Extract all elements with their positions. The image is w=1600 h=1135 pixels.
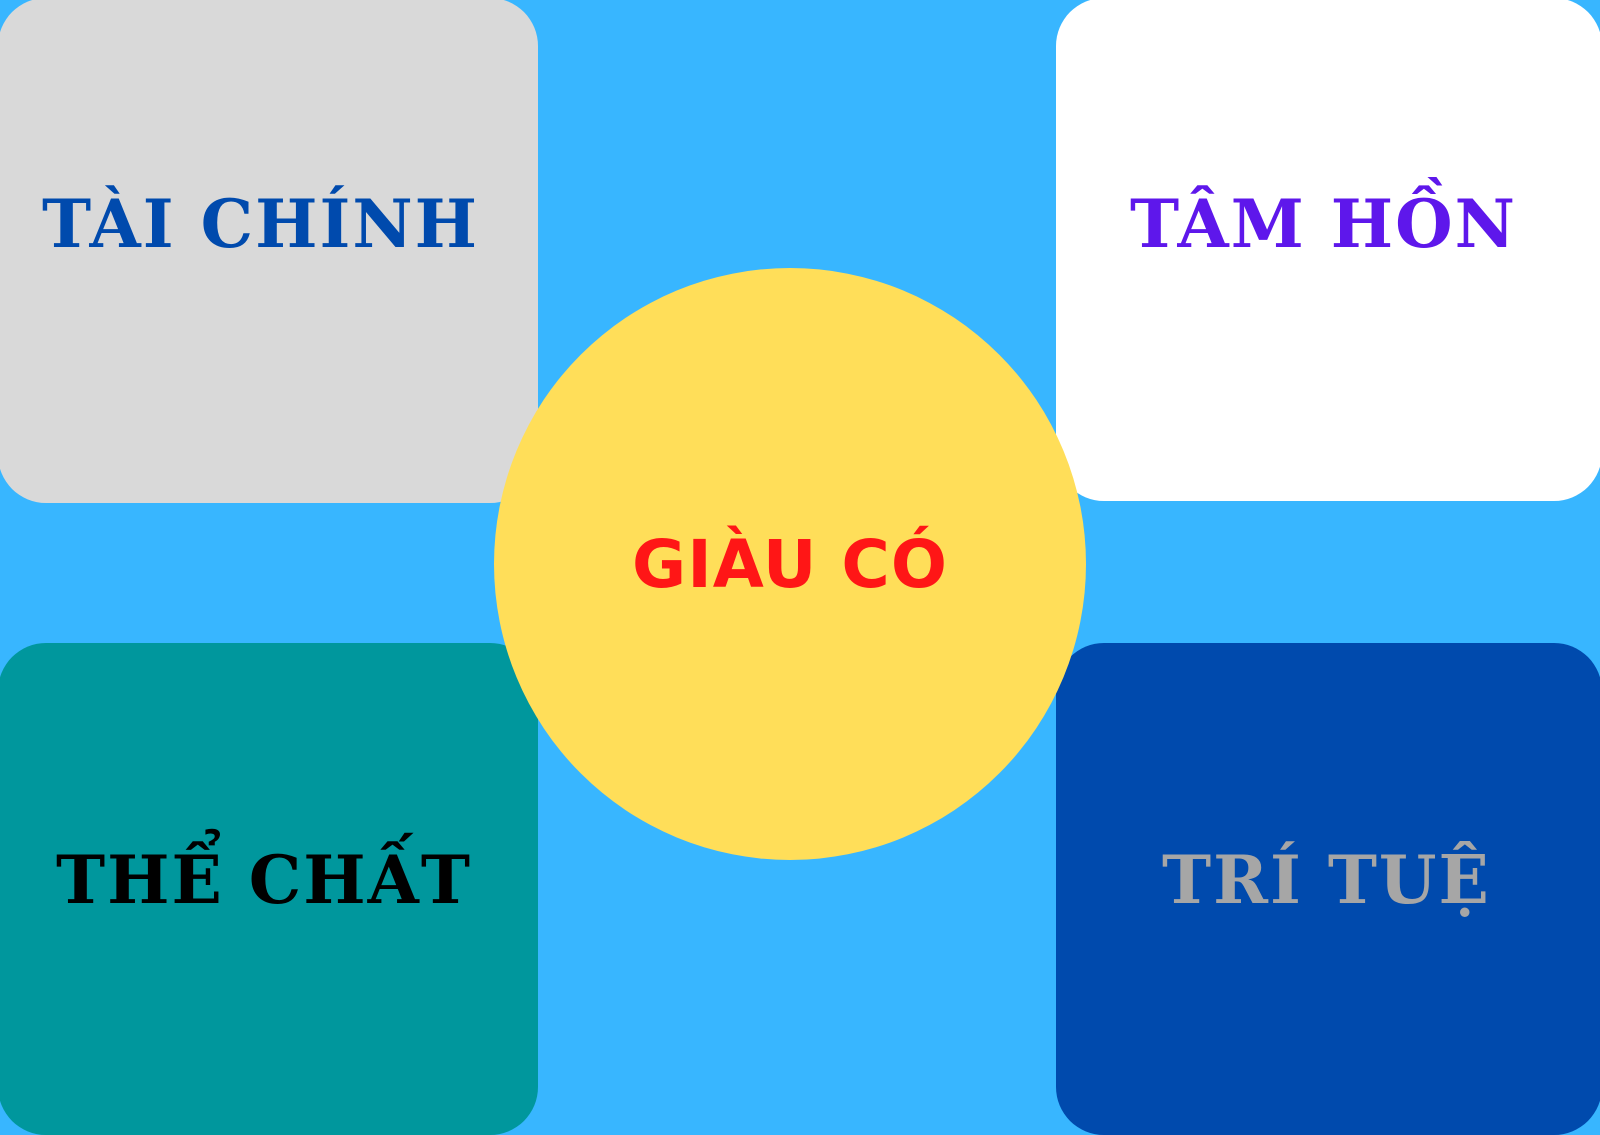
quadrant-soul-label: TÂM HỒN xyxy=(1130,185,1517,263)
quadrant-intellect: TRÍ TUỆ xyxy=(1056,643,1600,1135)
quadrant-intellect-label: TRÍ TUỆ xyxy=(1162,841,1491,919)
quadrant-finance-label: TÀI CHÍNH xyxy=(42,185,480,263)
quadrant-soul: TÂM HỒN xyxy=(1056,0,1600,501)
quadrant-physical-label: THỂ CHẤT xyxy=(56,841,472,919)
center-circle-wealth: GIÀU CÓ xyxy=(494,268,1086,860)
quadrant-physical: THỂ CHẤT xyxy=(0,643,538,1135)
quadrant-finance: TÀI CHÍNH xyxy=(0,0,538,503)
center-label: GIÀU CÓ xyxy=(632,525,948,603)
